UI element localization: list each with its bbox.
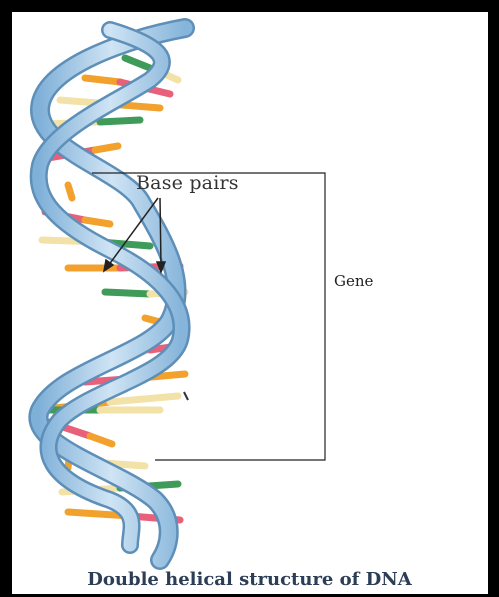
helix-shading-mark <box>184 392 188 400</box>
figure-caption: Double helical structure of DNA <box>0 569 499 590</box>
gene-bracket <box>92 173 325 460</box>
gene-label: Gene <box>334 272 373 290</box>
base-pairs-label: Base pairs <box>136 172 239 194</box>
base-pair-rung <box>68 185 72 198</box>
